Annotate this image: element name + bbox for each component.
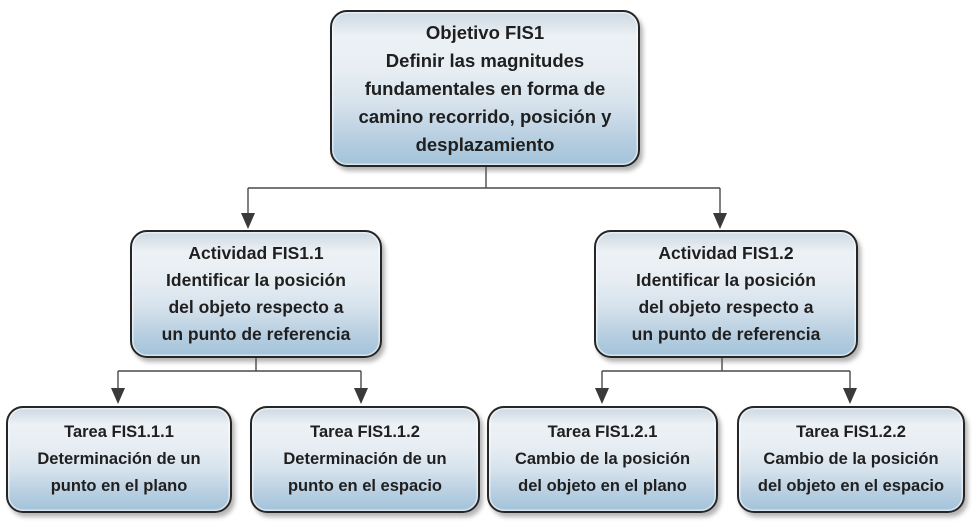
connector-actividad12-to-tareas: [601, 357, 851, 389]
node-body: Identificar la posición del objeto respe…: [161, 270, 351, 344]
node-objetivo-fis1: Objetivo FIS1 Definir las magnitudes fun…: [330, 10, 640, 167]
connector-path: [601, 357, 851, 389]
node-body: Determinación de un punto en el plano: [37, 450, 201, 495]
node-tarea-fis1-2-2: Tarea FIS1.2.2 Cambio de la posición del…: [737, 406, 965, 513]
node-title: Tarea FIS1.2.2: [796, 423, 906, 441]
node-title: Tarea FIS1.2.1: [547, 423, 658, 441]
node-tarea-fis1-1-1: Tarea FIS1.1.1 Determinación de un punto…: [6, 406, 232, 513]
node-body: Determinación de un punto en el espacio: [283, 450, 447, 495]
node-body: Identificar la posición del objeto respe…: [631, 270, 821, 344]
node-title: Objetivo FIS1: [425, 21, 545, 43]
node-tarea-fis1-2-1: Tarea FIS1.2.1 Cambio de la posición del…: [487, 406, 718, 513]
node-title: Tarea FIS1.1.1: [64, 423, 174, 441]
connector-objetivo-to-actividades: [247, 166, 721, 214]
node-tarea-fis1-1-2: Tarea FIS1.1.2 Determinación de un punto…: [250, 406, 480, 513]
arrowhead-down: [241, 213, 255, 229]
arrowhead-down: [713, 213, 727, 229]
node-actividad-fis1-1: Actividad FIS1.1 Identificar la posición…: [130, 230, 382, 358]
node-body: Definir las magnitudes fundamentales en …: [358, 49, 612, 155]
node-title: Tarea FIS1.1.2: [310, 423, 420, 441]
node-actividad-fis1-2: Actividad FIS1.2 Identificar la posición…: [594, 230, 858, 358]
node-title: Actividad FIS1.2: [658, 243, 794, 263]
connector-path: [247, 166, 721, 214]
arrowhead-down: [843, 388, 857, 404]
arrowhead-down: [111, 388, 125, 404]
connector-actividad11-to-tareas: [117, 357, 362, 389]
connector-path: [117, 357, 362, 389]
node-title: Actividad FIS1.1: [188, 243, 324, 263]
arrowhead-down: [354, 388, 368, 404]
node-body: Cambio de la posición del objeto en el e…: [757, 450, 945, 495]
node-body: Cambio de la posición del objeto en el p…: [514, 450, 691, 495]
arrowhead-down: [595, 388, 609, 404]
